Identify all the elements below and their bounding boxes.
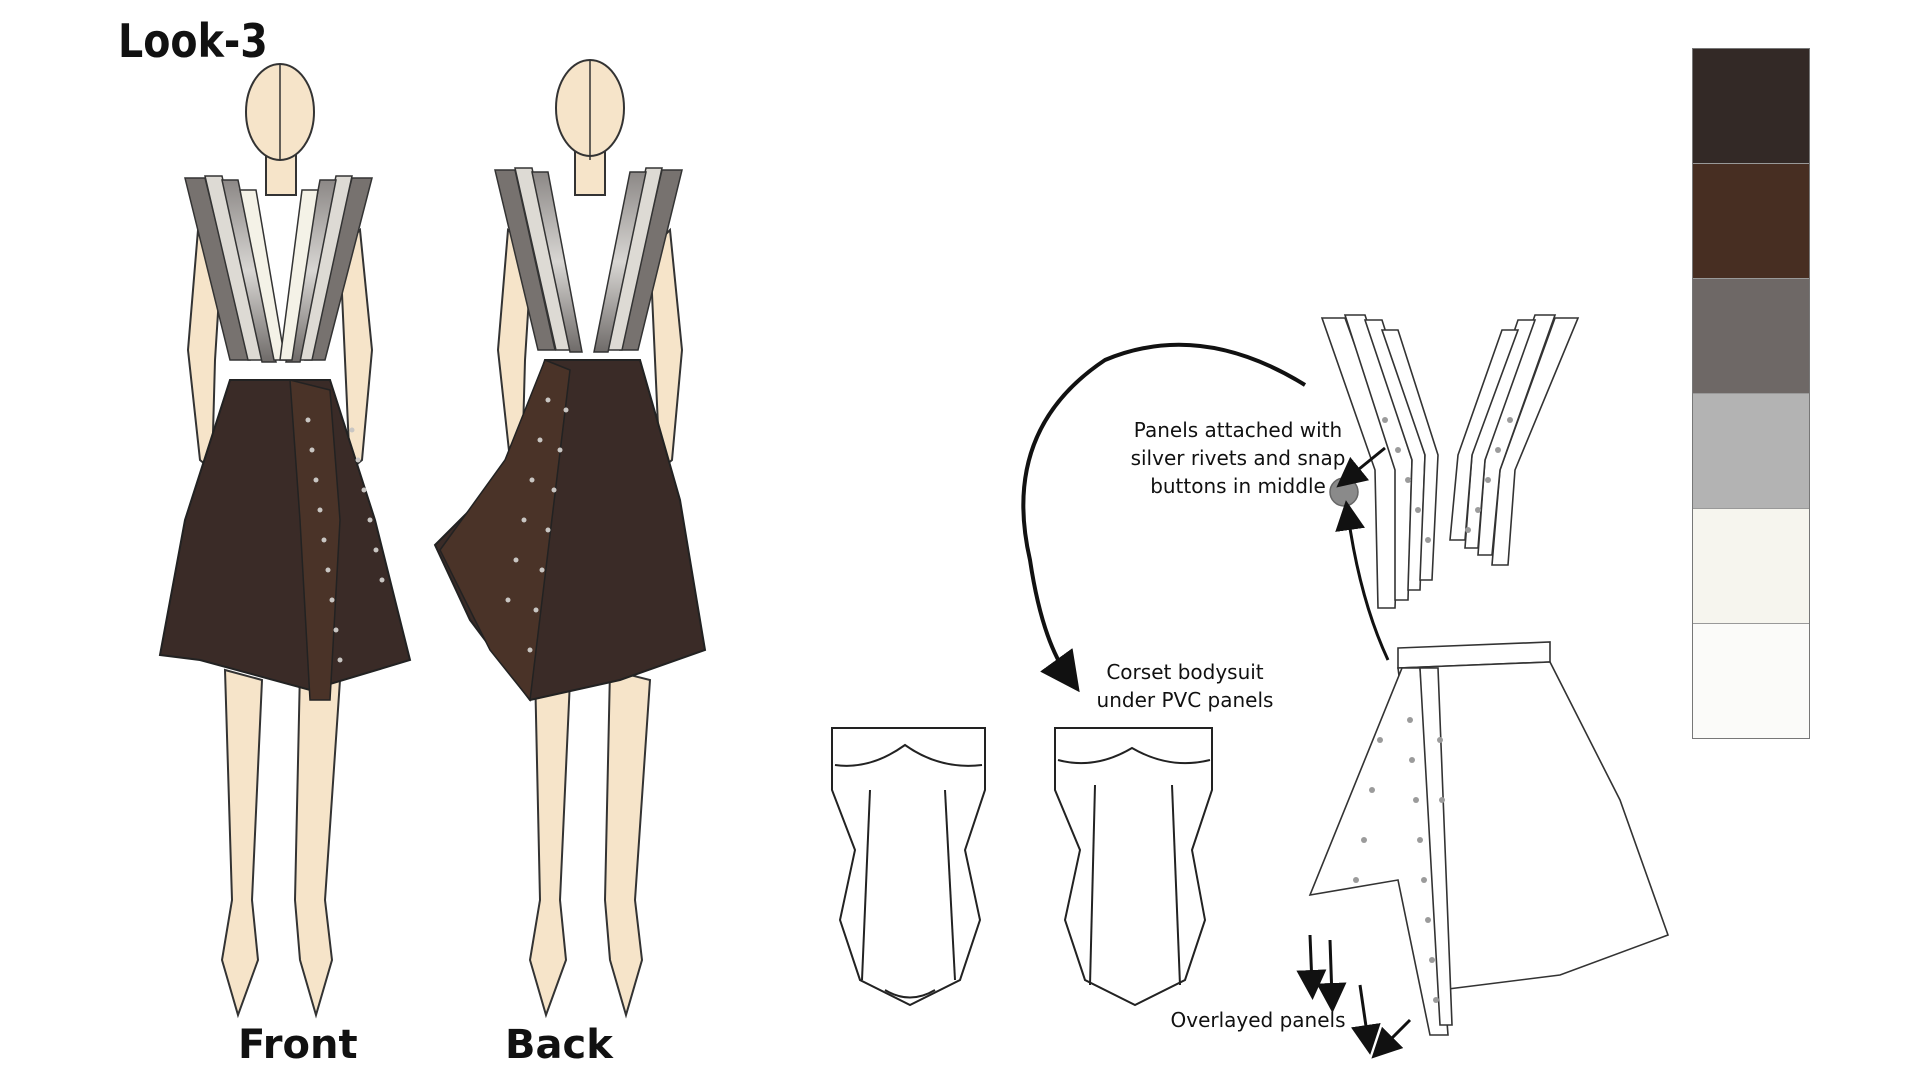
corset-annotation-line-2: under PVC panels — [1096, 688, 1274, 712]
bodice-rivets — [1382, 417, 1513, 543]
color-palette — [1692, 48, 1810, 739]
back-view-label: Back — [505, 1022, 613, 1068]
corset-arrow-icon — [1021, 342, 1307, 693]
panels-annotation-line-1: Panels attached with — [1133, 418, 1343, 442]
panels-annotation-line-2: silver rivets and snap — [1130, 446, 1346, 470]
palette-swatch-cream — [1693, 509, 1809, 624]
overlay-arrows — [1296, 934, 1412, 1059]
corset-annotation: Corset bodysuit under PVC panels — [1080, 658, 1290, 714]
panel-arrow-icon — [1336, 446, 1386, 488]
page-title: Look-3 — [118, 14, 268, 68]
palette-swatch-taupe-gray — [1693, 279, 1809, 394]
front-figure — [158, 63, 412, 1019]
panels-annotation: Panels attached with silver rivets and s… — [1118, 416, 1358, 500]
bodysuit-front-flat — [831, 727, 986, 1007]
palette-swatch-silver — [1693, 394, 1809, 509]
rivet-arrow-icon — [1335, 500, 1390, 661]
front-view-label: Front — [238, 1022, 358, 1068]
palette-swatch-dark-brown — [1693, 164, 1809, 279]
skirt-rivets — [1353, 717, 1445, 1003]
palette-swatch-off-white — [1693, 624, 1809, 738]
panels-annotation-line-3: buttons in middle — [1150, 474, 1326, 498]
back-figure — [433, 59, 707, 1019]
palette-swatch-charcoal — [1693, 49, 1809, 164]
overlay-annotation: Overlayed panels — [1170, 1008, 1346, 1032]
corset-annotation-line-1: Corset bodysuit — [1106, 660, 1264, 684]
bodice-flat — [1320, 314, 1580, 609]
bodysuit-back-flat — [1054, 727, 1213, 1007]
